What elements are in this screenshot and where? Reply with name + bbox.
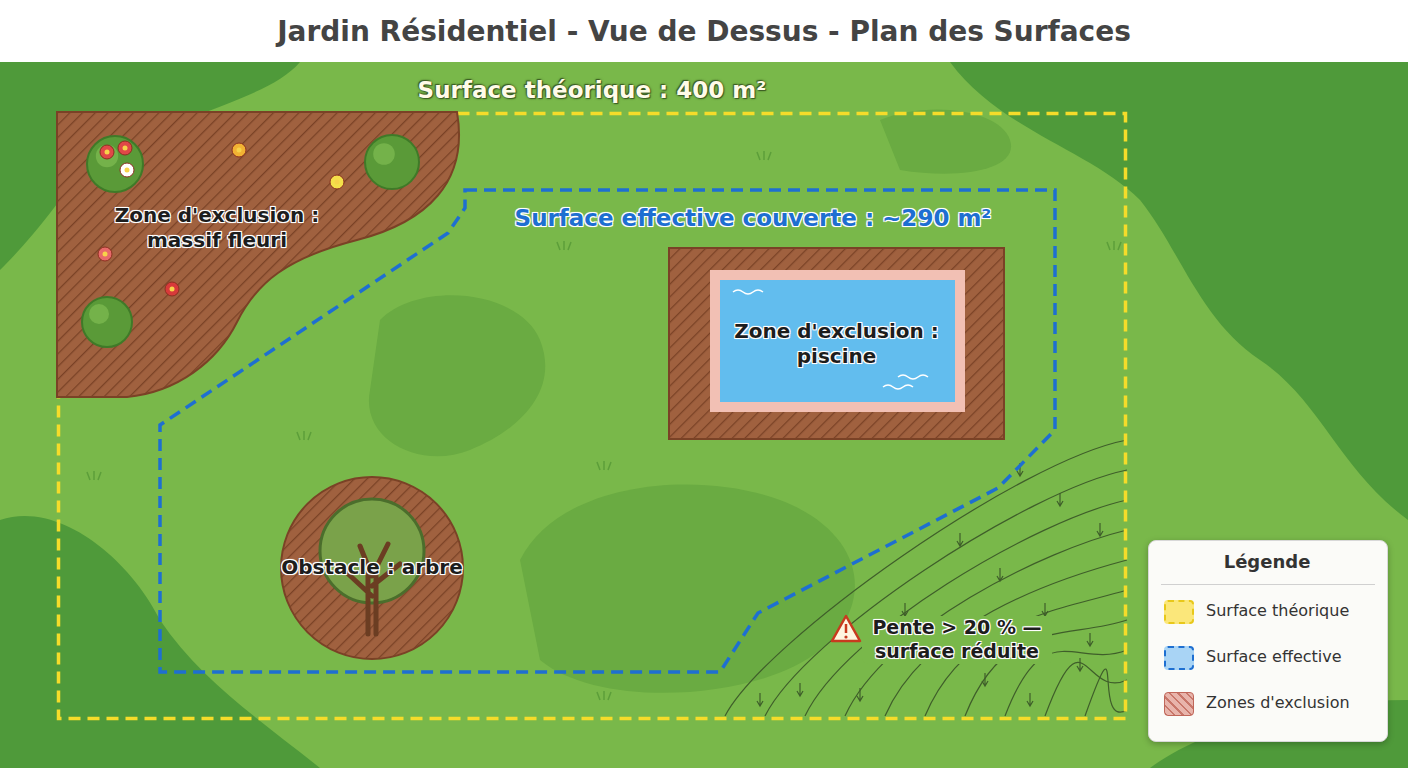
legend-text: Surface théorique [1206,601,1382,621]
legend-heading: Légende [1148,551,1386,574]
zone-outline [668,247,1005,440]
legend-swatch [1164,646,1194,670]
legend-rule [1161,584,1375,585]
zone-label: Surface théorique : 400 m² [57,76,1127,105]
slope-note: Pente > 20 % — surface réduite [862,616,1052,664]
warning-icon [832,616,860,641]
legend-swatch [1164,692,1194,716]
zone-outline [57,112,462,399]
zone-label: Zone d'exclusion : massif fleuri [97,203,337,253]
zone-label: Obstacle : arbre [272,555,472,580]
exclusion-zone: Zone d'exclusion : massif fleuri [57,112,462,399]
diagram-title: Jardin Résidentiel - Vue de Dessus - Pla… [0,14,1408,49]
effective-area: Surface effective couverte : ~290 m² Zone… [158,188,1057,674]
zone-label: Zone d'exclusion : piscine [708,319,965,369]
obstacle-circle: Obstacle : arbre [280,476,464,660]
legend-swatch [1164,600,1194,624]
zone-label: Surface effective couverte : ~290 m² [458,204,1048,233]
legend-text: Zones d'exclusion [1206,693,1382,713]
legend-text: Surface effective [1206,647,1382,667]
exclusion-zone: Zone d'exclusion : piscine [668,247,1005,440]
